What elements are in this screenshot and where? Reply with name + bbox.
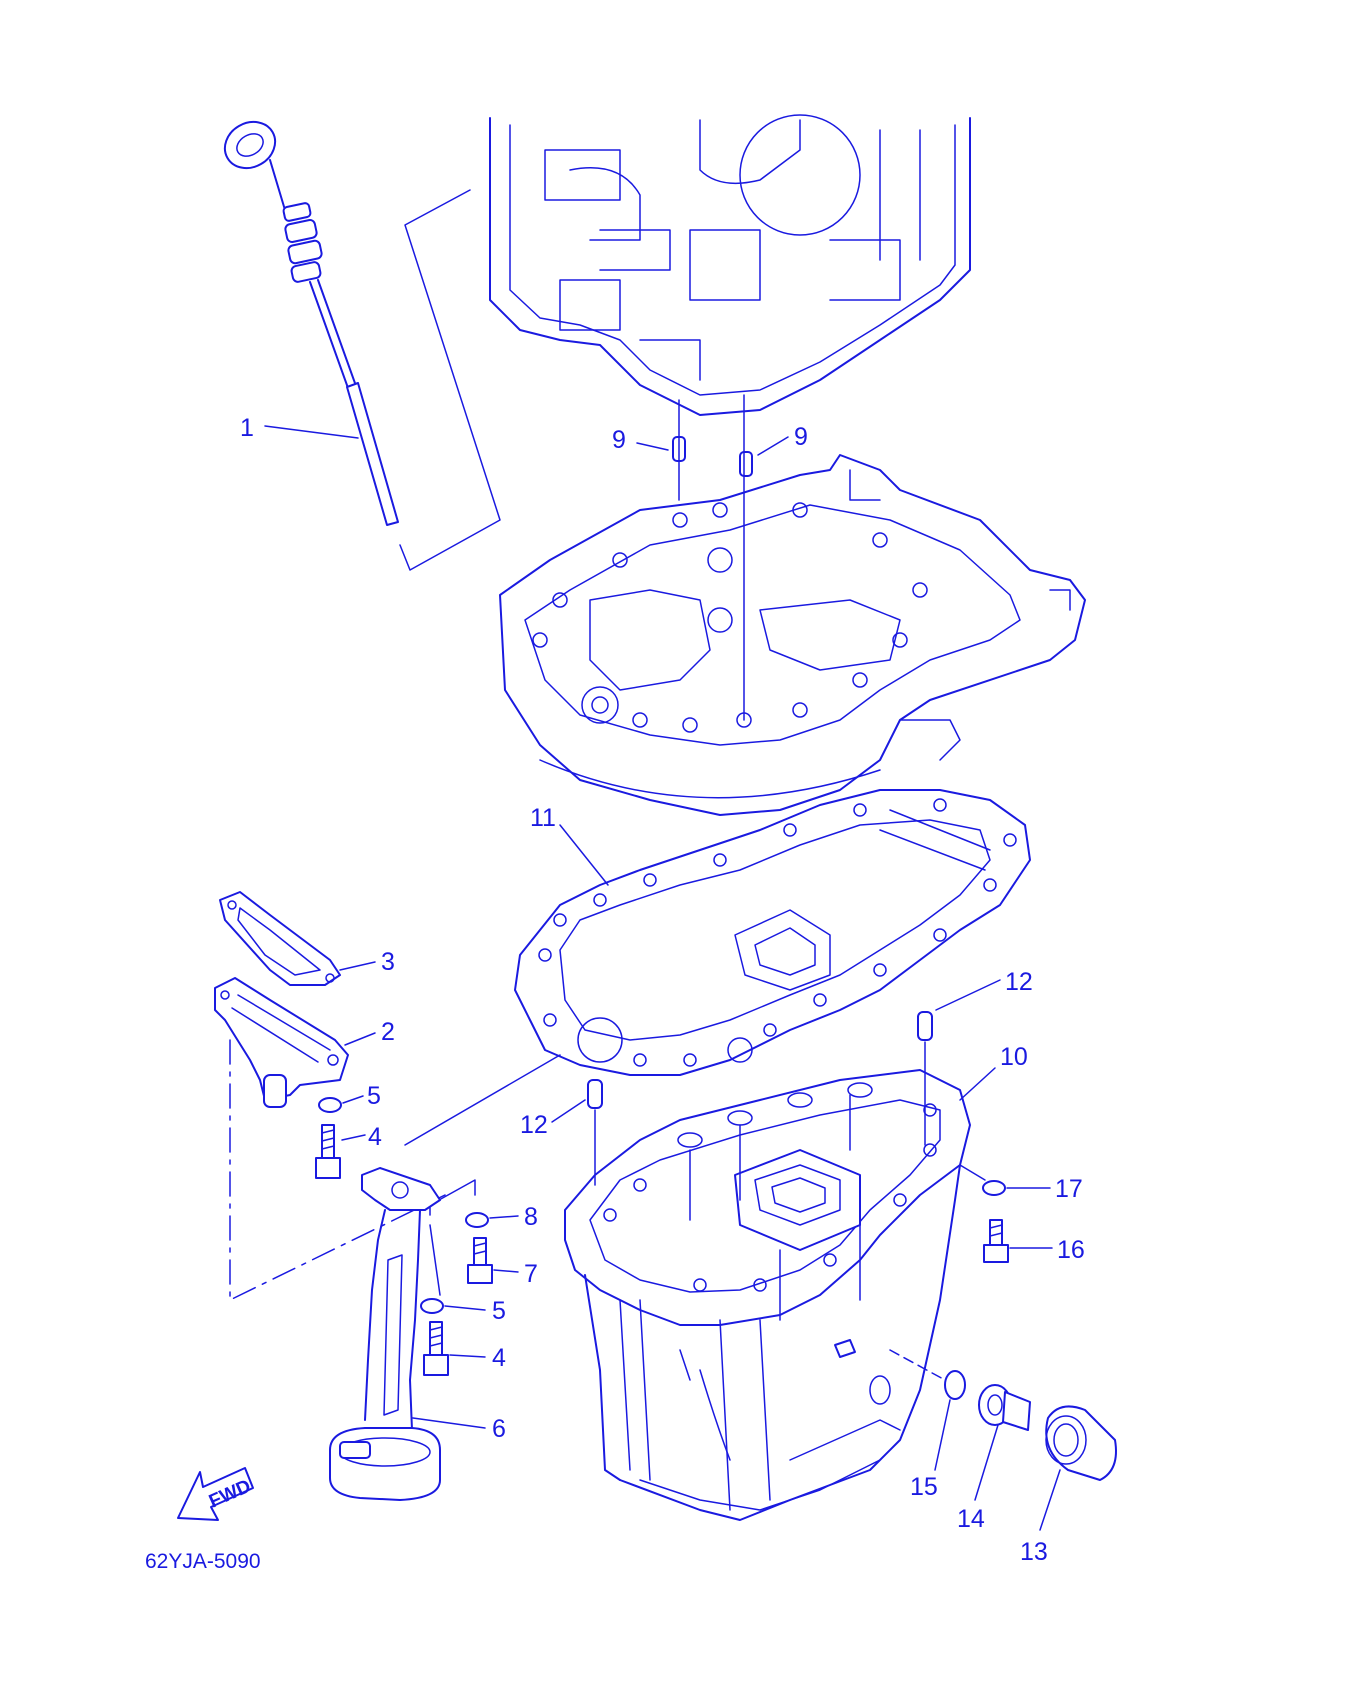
callout-10: 10 [1000,1043,1028,1071]
washer-5a [318,1097,342,1113]
callout-14: 14 [957,1505,985,1533]
leader-9a [636,442,669,451]
leader-13 [1039,1469,1061,1531]
strainer-gasket-3 [219,891,341,986]
leader-15 [934,1399,951,1471]
leader-12b [935,979,1001,1011]
drain-plug-14 [978,1384,1031,1431]
leader-11 [559,824,609,886]
alignment-line-15 [889,1349,946,1381]
callout-5a: 5 [367,1082,381,1110]
dowel-pin-12a [587,1079,603,1109]
o-ring-15 [944,1370,966,1400]
bolt-4a [315,1124,341,1179]
oil-strainer-6 [329,1167,441,1501]
callout-3: 3 [381,948,395,976]
callout-8: 8 [524,1203,538,1231]
leader-3 [339,961,376,971]
leader-9b [757,436,789,456]
gasket-11 [514,789,1031,1076]
bolt-16 [983,1219,1009,1263]
callout-4a: 4 [368,1123,382,1151]
callout-7: 7 [524,1260,538,1288]
callout-15: 15 [910,1473,938,1501]
bracket-line-17 [959,1164,986,1181]
dowel-pin-9b [739,451,753,477]
oil-pan-10 [564,1069,971,1521]
bolt-7 [467,1237,493,1284]
drain-cap-13 [1045,1405,1117,1481]
leader-2 [344,1032,376,1046]
leader-14 [974,1424,999,1501]
leader-6 [412,1417,486,1429]
leader-10 [959,1067,996,1101]
leader-8 [489,1215,519,1219]
callout-5b: 5 [492,1297,506,1325]
leader-5a [342,1095,364,1104]
strainer-alignment-line [229,1039,446,1301]
cylinder-block [489,114,971,416]
callout-12a: 12 [520,1111,548,1139]
bracket-line-8 [429,1179,476,1296]
callout-9b: 9 [794,423,808,451]
leader-4a [341,1134,366,1141]
dipstick-bracket-line [399,189,501,571]
callout-16: 16 [1057,1236,1085,1264]
washer-17 [982,1180,1006,1196]
callout-12b: 12 [1005,968,1033,996]
dowel-pin-12b [917,1011,933,1041]
callout-6: 6 [492,1415,506,1443]
callout-2: 2 [381,1018,395,1046]
forward-arrow-icon: FWD [177,1467,254,1521]
bolt-4b [423,1321,449,1376]
callout-4b: 4 [492,1344,506,1372]
leader-5b [444,1305,486,1311]
callout-13: 13 [1020,1538,1048,1566]
strainer-cover-2 [214,977,349,1108]
exhaust-guide [499,454,1086,816]
callout-11: 11 [530,804,556,832]
callout-1: 1 [240,414,254,442]
callout-labels: 1 2 3 4 4 5 5 6 7 8 9 9 10 11 12 12 13 1… [240,414,1085,1566]
leader-1 [264,425,359,439]
washer-5b [420,1298,444,1314]
alignment-line-11 [404,1054,561,1146]
diagram-code: 62YJA-5090 [145,1550,261,1573]
dipstick [223,120,399,526]
callout-17: 17 [1055,1175,1083,1203]
leader-12a [551,1099,586,1123]
callout-9a: 9 [612,426,626,454]
leader-4b [449,1354,486,1358]
washer-8 [465,1212,489,1228]
leader-7 [493,1269,519,1273]
